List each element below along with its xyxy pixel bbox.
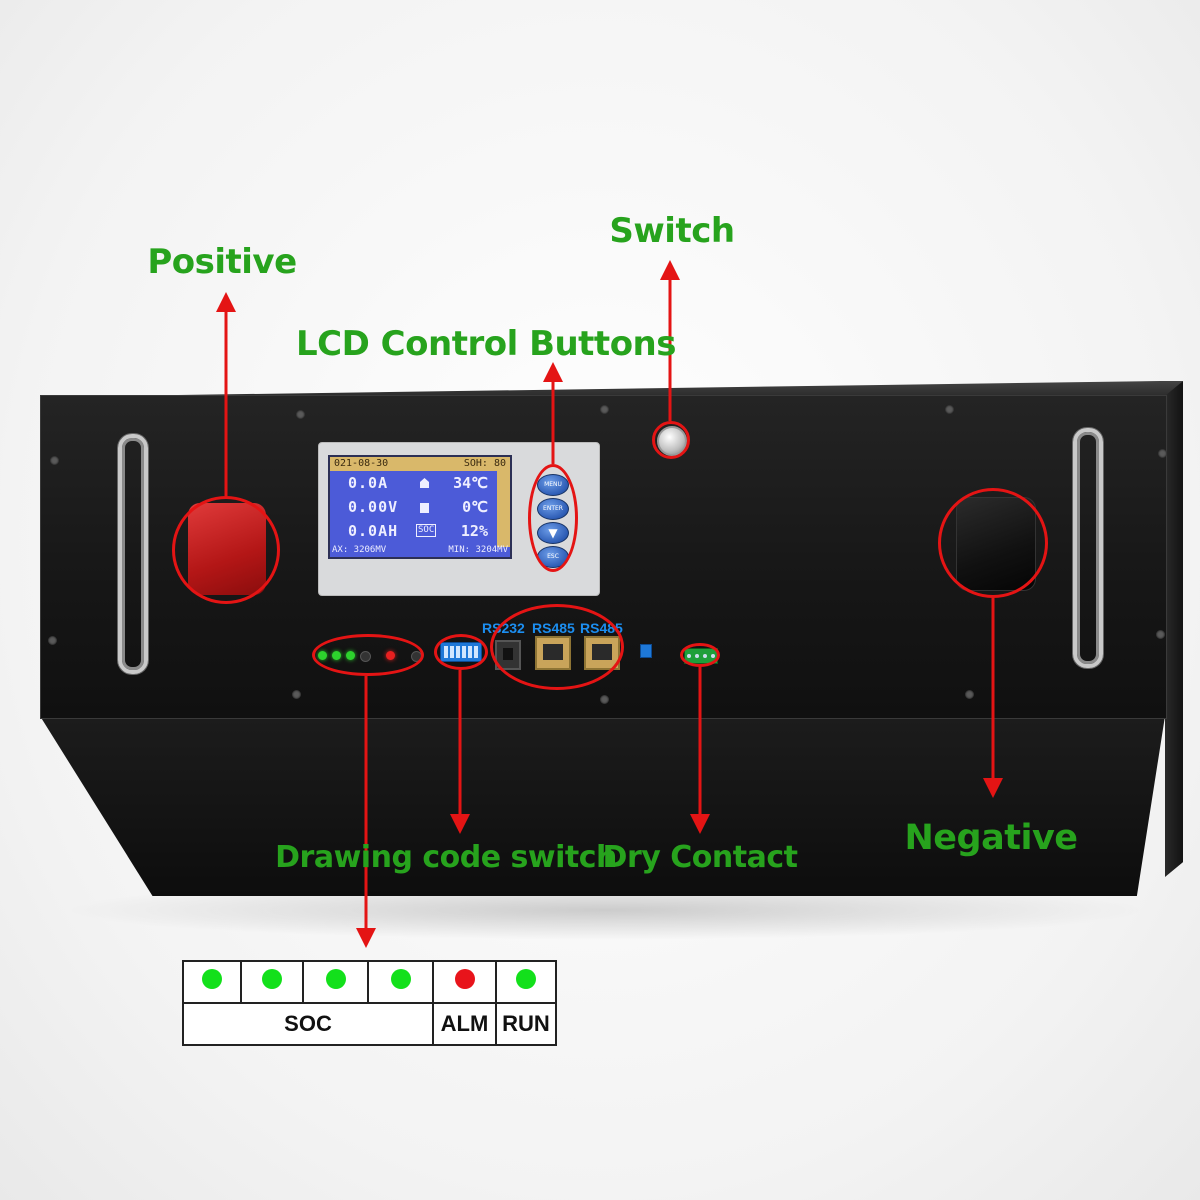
- ports-callout-ring: [490, 604, 624, 690]
- right-handle: [1073, 428, 1103, 668]
- positive-label: Positive: [147, 242, 297, 282]
- lcd-screen: 021-08-30 SOH: 80 0.0A 34℃ 0.00V 0℃ 0.0A…: [328, 455, 512, 559]
- lcd-temp-2: 0℃: [462, 498, 488, 516]
- legend-alm-label: ALM: [432, 1002, 497, 1046]
- screw: [1156, 630, 1165, 639]
- positive-arrowhead: [216, 292, 236, 312]
- battery-side-panel: [1165, 381, 1183, 877]
- lcd-soc-value: 12%: [460, 522, 488, 540]
- legend-cell: [432, 960, 497, 1004]
- positive-callout-ring: [172, 496, 280, 604]
- lcd-header: 021-08-30 SOH: 80: [330, 457, 510, 471]
- legend-cell: [240, 960, 304, 1004]
- negative-label: Negative: [904, 818, 1078, 858]
- battery-front-panel: [40, 716, 1165, 896]
- screw: [292, 690, 301, 699]
- switch-label: Switch: [609, 211, 735, 251]
- dry-callout-ring: [680, 643, 720, 667]
- legend-cell: [367, 960, 434, 1004]
- lcd-max: AX: 3206MV: [332, 545, 387, 555]
- screw: [296, 410, 305, 419]
- legend-soc-led-2: [262, 969, 282, 989]
- led-arrowhead: [356, 928, 376, 948]
- legend-soc-led-1: [202, 969, 222, 989]
- screw: [600, 405, 609, 414]
- legend-text-row: SOC ALM RUN: [182, 1002, 557, 1046]
- screw: [48, 636, 57, 645]
- led-legend-table: SOC ALM RUN: [182, 960, 557, 1046]
- dip-callout-ring: [434, 634, 488, 670]
- lcd-soh: SOH: 80: [463, 458, 506, 469]
- left-handle: [118, 434, 148, 674]
- home-icon: [420, 478, 429, 488]
- legend-soc-led-3: [325, 969, 346, 989]
- legend-soc-label: SOC: [182, 1002, 434, 1046]
- leds-callout-ring: [312, 634, 424, 676]
- dry-arrowhead: [690, 814, 710, 834]
- screw: [945, 405, 954, 414]
- battery-icon: [420, 503, 429, 513]
- lcd-voltage: 0.00V: [348, 498, 399, 516]
- screw: [1158, 449, 1167, 458]
- negative-arrowhead: [983, 778, 1003, 798]
- negative-callout-ring: [938, 488, 1048, 598]
- reset-button[interactable]: [640, 644, 652, 658]
- lcd-temp-1: 34℃: [453, 474, 488, 492]
- lcd-current: 0.0A: [348, 474, 389, 492]
- screw: [965, 690, 974, 699]
- legend-led-row: [182, 960, 557, 1004]
- lcd-arrowhead: [543, 362, 563, 382]
- lcd-buttons-label: LCD Control Buttons: [296, 324, 677, 364]
- switch-callout-ring: [652, 421, 690, 459]
- lcd-date: 021-08-30: [334, 458, 389, 469]
- screw: [50, 456, 59, 465]
- legend-run-led: [516, 969, 536, 989]
- lcd-soc-tag: SOC: [416, 524, 437, 537]
- dry-contact-label: Dry Contact: [602, 840, 798, 875]
- legend-cell: [182, 960, 242, 1004]
- drawing-code-switch-label: Drawing code switch: [275, 840, 617, 875]
- legend-cell: [495, 960, 557, 1004]
- legend-alm-led: [454, 969, 475, 989]
- legend-run-label: RUN: [495, 1002, 557, 1046]
- legend-soc-led-4: [390, 969, 411, 989]
- lcd-capacity: 0.0AH: [348, 522, 399, 540]
- buttons-callout-ring: [528, 464, 578, 572]
- switch-arrowhead: [660, 260, 680, 280]
- legend-cell: [302, 960, 369, 1004]
- screw: [600, 695, 609, 704]
- lcd-footer: AX: 3206MV MIN: 3204MV: [330, 544, 510, 557]
- lcd-min: MIN: 3204MV: [448, 545, 508, 555]
- lcd-sidebar: [497, 471, 510, 547]
- drawing-arrowhead: [450, 814, 470, 834]
